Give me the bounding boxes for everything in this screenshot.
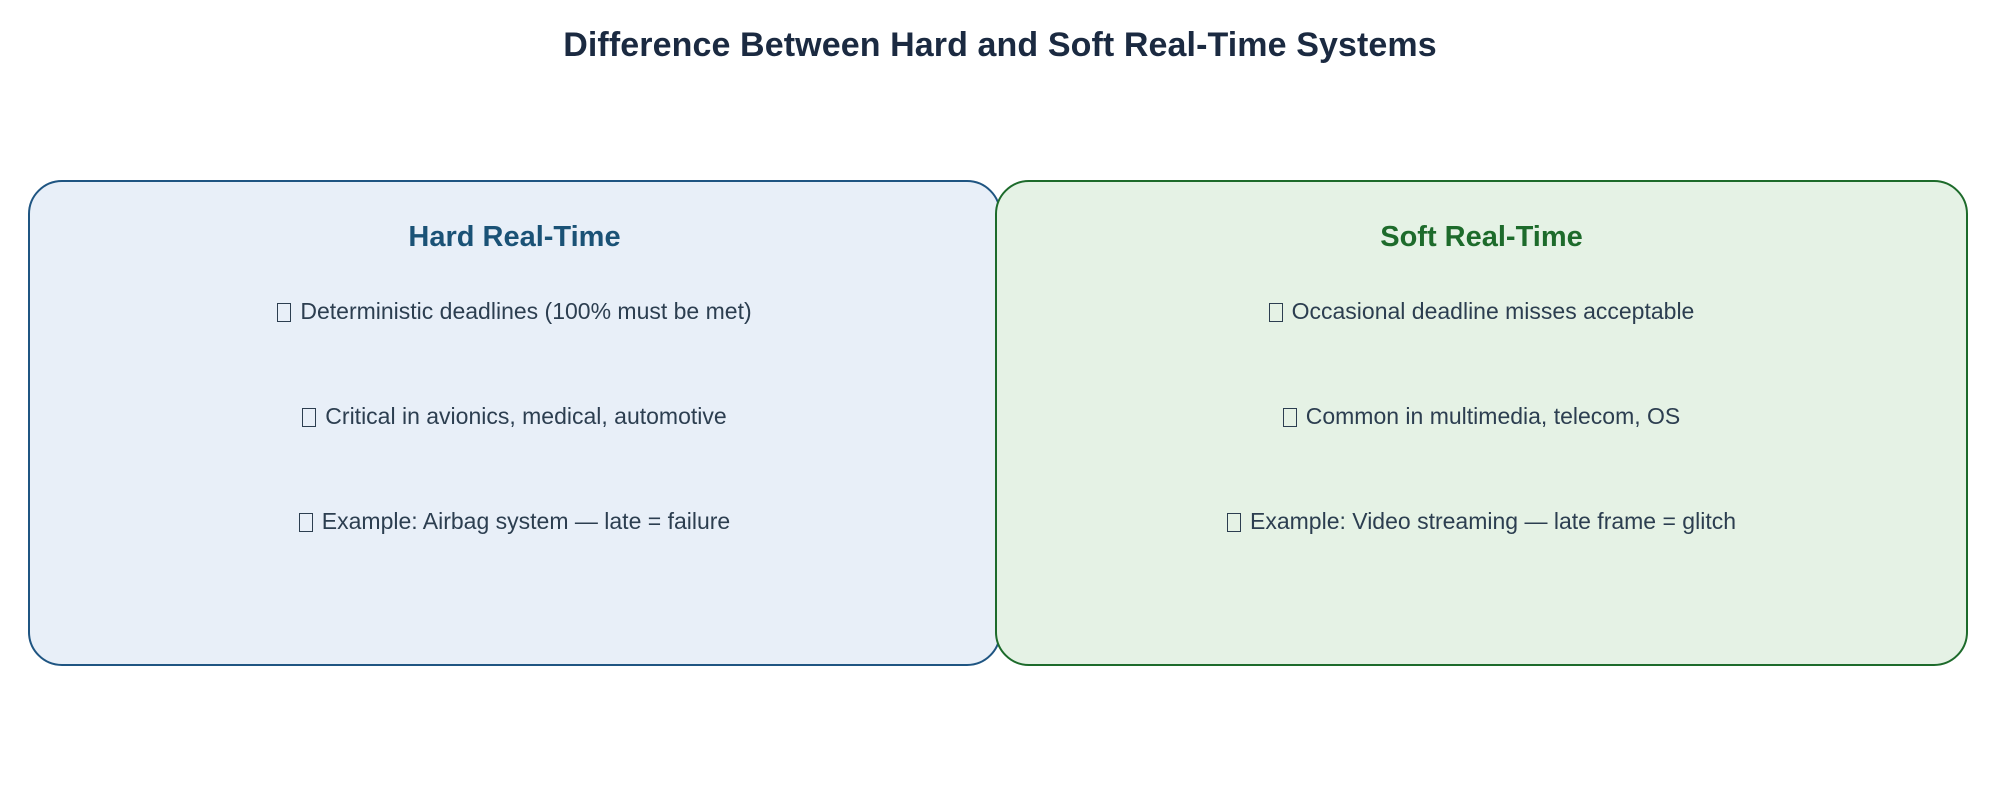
bullet-list-soft-real-time: Occasional deadline misses acceptable Co… [997,296,1966,536]
panel-hard-real-time: Hard Real-Time Deterministic deadlines (… [28,180,1001,666]
list-item-label: Critical in avionics, medical, automotiv… [325,403,727,429]
missing-glyph-box-icon [1268,303,1283,322]
missing-glyph-box-icon [302,408,317,427]
panel-heading-soft-real-time: Soft Real-Time [1380,221,1583,253]
panel-heading-hard-real-time: Hard Real-Time [408,221,621,253]
list-item-label: Example: Airbag system — late = failure [321,508,731,534]
missing-glyph-box-icon [298,513,313,532]
list-item-label: Deterministic deadlines (100% must be me… [300,298,752,324]
panel-soft-real-time: Soft Real-Time Occasional deadline misse… [995,180,1968,666]
list-item: Occasional deadline misses acceptable [997,296,1966,326]
list-item: Critical in avionics, medical, automotiv… [30,401,999,431]
missing-glyph-box-icon [277,303,292,322]
missing-glyph-box-icon [1227,513,1241,532]
missing-glyph-box-icon [1282,408,1297,427]
list-item: Example: Video streaming — late frame = … [997,506,1966,536]
bullet-list-hard-real-time: Deterministic deadlines (100% must be me… [30,296,999,536]
list-item: Deterministic deadlines (100% must be me… [30,296,999,326]
page-title: Difference Between Hard and Soft Real-Ti… [563,26,1437,64]
list-item-label: Common in multimedia, telecom, OS [1305,403,1681,429]
list-item: Common in multimedia, telecom, OS [997,401,1966,431]
list-item-label: Occasional deadline misses acceptable [1291,298,1695,324]
comparison-panels: Hard Real-Time Deterministic deadlines (… [28,180,1968,666]
list-item: Example: Airbag system — late = failure [30,506,999,536]
list-item-label: Example: Video streaming — late frame = … [1250,508,1736,534]
